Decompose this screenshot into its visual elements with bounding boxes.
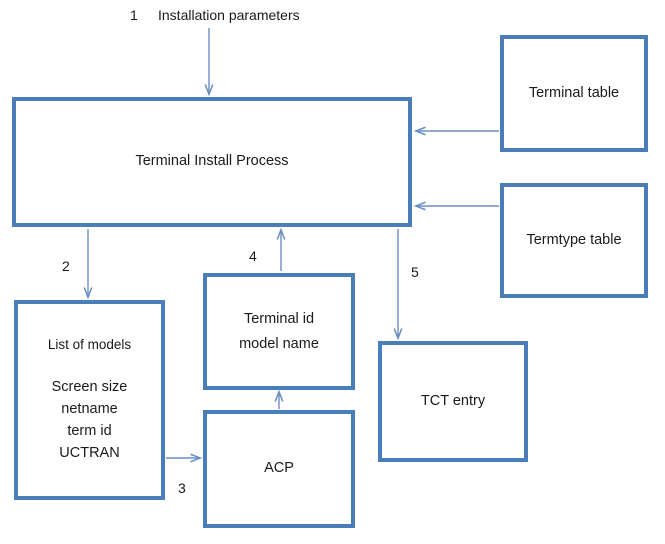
node-terminal-table-label: Terminal table: [528, 84, 620, 101]
edge-number-5: 5: [411, 264, 419, 280]
node-model-name-label: model name: [239, 335, 319, 352]
node-terminal-install-process[interactable]: Terminal Install Process: [12, 97, 412, 227]
node-list-of-models-attr-netname: netname: [61, 400, 118, 417]
node-termtype-table-label: Termtype table: [526, 231, 622, 248]
node-terminal-install-process-label: Terminal Install Process: [135, 153, 289, 170]
node-list-of-models-attr-screen-size: Screen size: [51, 378, 128, 395]
node-tct-entry[interactable]: TCT entry: [378, 341, 528, 462]
node-tct-entry-label: TCT entry: [420, 392, 486, 409]
node-list-of-models[interactable]: List of models Screen size netname term …: [14, 300, 165, 500]
edge-number-4: 4: [249, 248, 257, 264]
node-terminal-table[interactable]: Terminal table: [500, 35, 648, 152]
node-list-of-models-attr-term-id: term id: [67, 422, 112, 439]
installation-parameters-label: Installation parameters: [158, 7, 300, 23]
edge-number-3: 3: [178, 480, 186, 496]
node-acp-label: ACP: [264, 460, 294, 477]
node-terminal-id-model-name[interactable]: Terminal id model name: [203, 273, 355, 390]
node-terminal-id-label: Terminal id: [243, 310, 315, 327]
node-termtype-table[interactable]: Termtype table: [500, 183, 648, 298]
node-list-of-models-attr-uctran: UCTRAN: [59, 444, 120, 461]
node-list-of-models-title: List of models: [47, 337, 132, 353]
node-acp[interactable]: ACP: [203, 410, 355, 528]
edge-number-1: 1: [130, 7, 138, 23]
edge-number-2: 2: [62, 258, 70, 274]
